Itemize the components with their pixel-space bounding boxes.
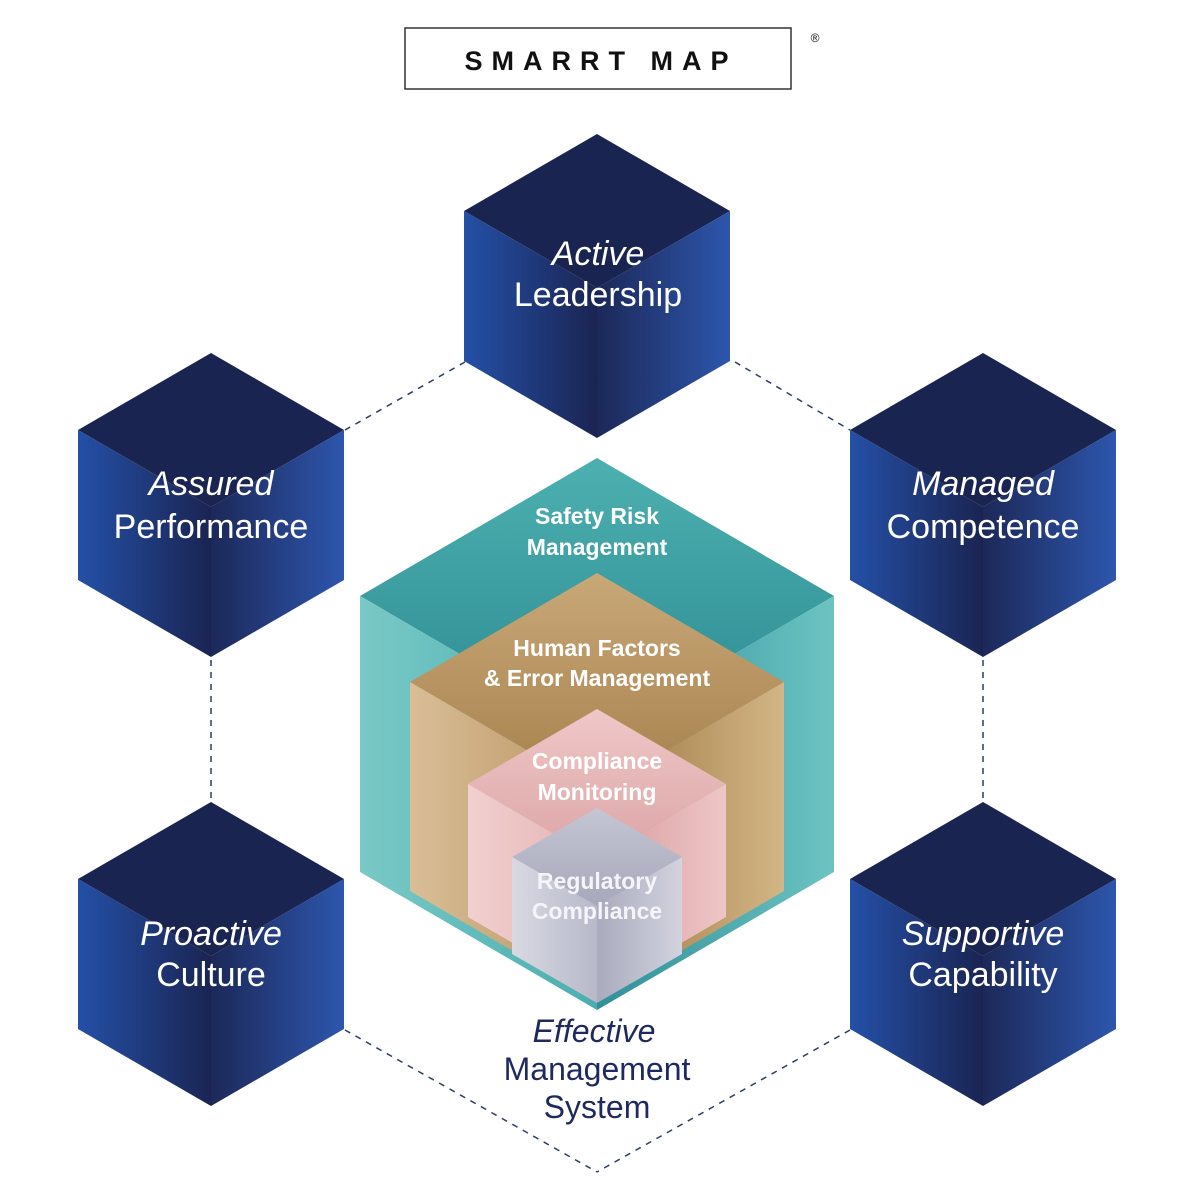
connector-bottom-right xyxy=(596,1029,851,1173)
system-label-line2: Management xyxy=(504,1051,691,1087)
pillar-top-italic: Active xyxy=(550,235,645,273)
layer-core-line2: Compliance xyxy=(532,898,662,924)
system-label: Effective Management System xyxy=(504,1013,691,1125)
pillar-supportive-capability: Supportive Capability xyxy=(850,802,1116,1106)
pillar-lower-right-italic: Supportive xyxy=(902,915,1065,953)
layer-third-line2: Monitoring xyxy=(538,779,657,805)
connector-lines xyxy=(210,361,984,1173)
pillar-lower-left-regular: Culture xyxy=(156,956,266,994)
system-label-italic: Effective xyxy=(533,1013,656,1049)
pillar-assured-performance: Assured Performance xyxy=(78,353,344,657)
title-text: SMARRT MAP xyxy=(465,46,738,76)
pillar-upper-right-regular: Competence xyxy=(887,508,1080,546)
system-label-line3: System xyxy=(544,1089,651,1125)
registered-mark: ® xyxy=(811,31,820,45)
pillar-lower-left-italic: Proactive xyxy=(140,915,282,953)
layer-third-line1: Compliance xyxy=(532,748,662,774)
pillar-lower-right-regular: Capability xyxy=(908,956,1057,994)
title-box: SMARRT MAP ® xyxy=(404,27,820,90)
connector-bottom-left xyxy=(344,1029,598,1173)
pillar-upper-left-italic: Assured xyxy=(147,465,275,503)
layer-second-line1: Human Factors xyxy=(513,635,680,661)
connector-top-left xyxy=(344,361,466,431)
pillar-upper-right-italic: Managed xyxy=(912,465,1055,503)
layer-outer-line2: Management xyxy=(527,534,668,560)
pillar-top-regular: Leadership xyxy=(514,276,682,314)
pillar-proactive-culture: Proactive Culture xyxy=(78,802,344,1106)
connector-top-right xyxy=(734,361,851,431)
pillar-upper-left-regular: Performance xyxy=(114,508,309,546)
layer-regulatory-compliance: Regulatory Compliance xyxy=(512,808,682,1003)
layer-outer-line1: Safety Risk xyxy=(535,503,659,529)
pillar-managed-competence: Managed Competence xyxy=(850,353,1116,657)
layer-second-line2: & Error Management xyxy=(484,665,711,691)
pillar-active-leadership: Active Leadership xyxy=(464,134,730,438)
layer-core-line1: Regulatory xyxy=(537,868,657,894)
